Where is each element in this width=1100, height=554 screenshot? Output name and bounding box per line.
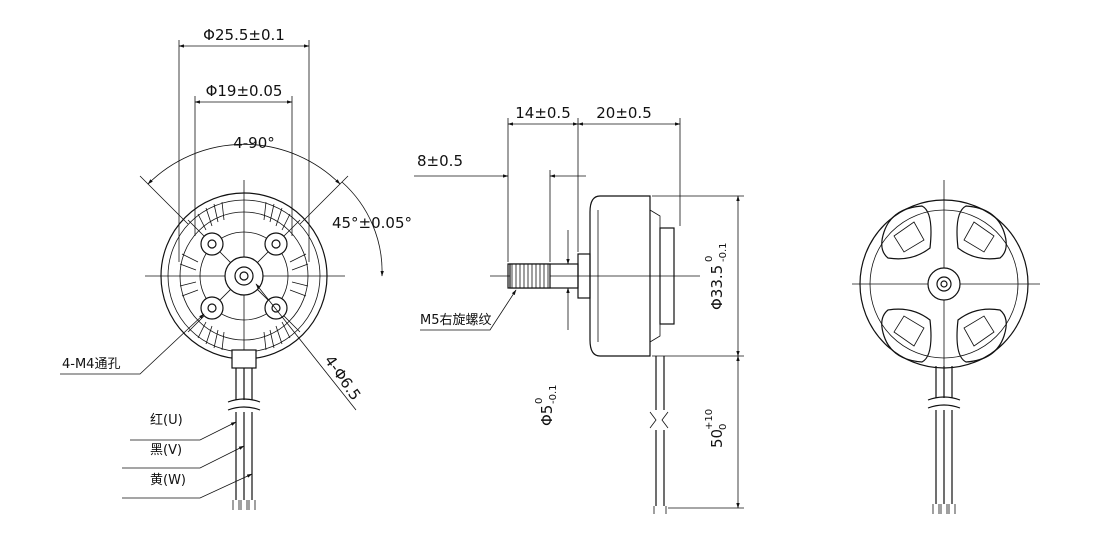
dim-arc-90 (147, 143, 341, 185)
dim-angle-offset: 45°±0.05° (332, 214, 412, 232)
dim-angle-holes: 4-90° (233, 134, 275, 152)
dim-wire-tol-lower: 0 (718, 424, 729, 430)
dim-body-tol-upper: 0 (704, 256, 715, 262)
dim-body-dia: Φ33.5 (708, 265, 726, 310)
leader-hole-spec (60, 313, 205, 375)
dim-arc-45 (341, 181, 384, 277)
shaft-thread (509, 263, 551, 289)
hub-circle (224, 256, 264, 296)
dim-outer-diameter: Φ25.5±0.1 (203, 26, 285, 44)
dim-body-dia-group: Φ33.5 0 -0.1 (704, 242, 729, 310)
side-view: 14±0.5 20±0.5 8±0.5 M5右旋螺纹 Φ5 0 -0.1 Φ33… (414, 104, 744, 514)
label-thread-spec: M5右旋螺纹 (420, 313, 492, 328)
dim-body-tol-lower: -0.1 (718, 242, 729, 262)
label-hole-spec: 4-M4通孔 (62, 357, 120, 372)
dim-thread-length: 8±0.5 (417, 152, 463, 170)
dim-wire-length-group: 50 +10 0 (704, 409, 729, 448)
dim-shaft-dia-group: Φ5 0 -0.1 (534, 384, 559, 426)
wire-label-yellow: 黄(W) (150, 473, 186, 488)
dim-shaft-tol-upper: 0 (534, 398, 545, 404)
motor-body (589, 195, 651, 357)
mounting-holes (200, 232, 288, 320)
front-view: Φ25.5±0.1 Φ19±0.05 4-90° 45°±0.05° 4-M4通… (60, 26, 412, 510)
dim-wire-tol-upper: +10 (704, 409, 715, 430)
dim-shaft-length: 14±0.5 (515, 104, 571, 122)
dim-shaft-tol-lower: -0.1 (548, 384, 559, 404)
dim-shaft-dia: Φ5 (538, 405, 556, 426)
stator-windings (179, 201, 309, 351)
dim-wire-length: 50 (708, 429, 726, 448)
wire-bundle-front (227, 349, 261, 510)
wire-label-red: 红(U) (150, 412, 183, 428)
dim-body-length: 20±0.5 (596, 104, 652, 122)
rear-hub (927, 267, 961, 301)
wire-label-black: 黑(V) (150, 443, 182, 458)
dim-inner-diameter: Φ19±0.05 (206, 82, 283, 100)
rear-view (852, 180, 1040, 514)
leader-hole-dia (255, 283, 357, 411)
rear-vents (881, 205, 1007, 363)
label-hole-dia: 4-Φ6.5 (321, 352, 365, 404)
